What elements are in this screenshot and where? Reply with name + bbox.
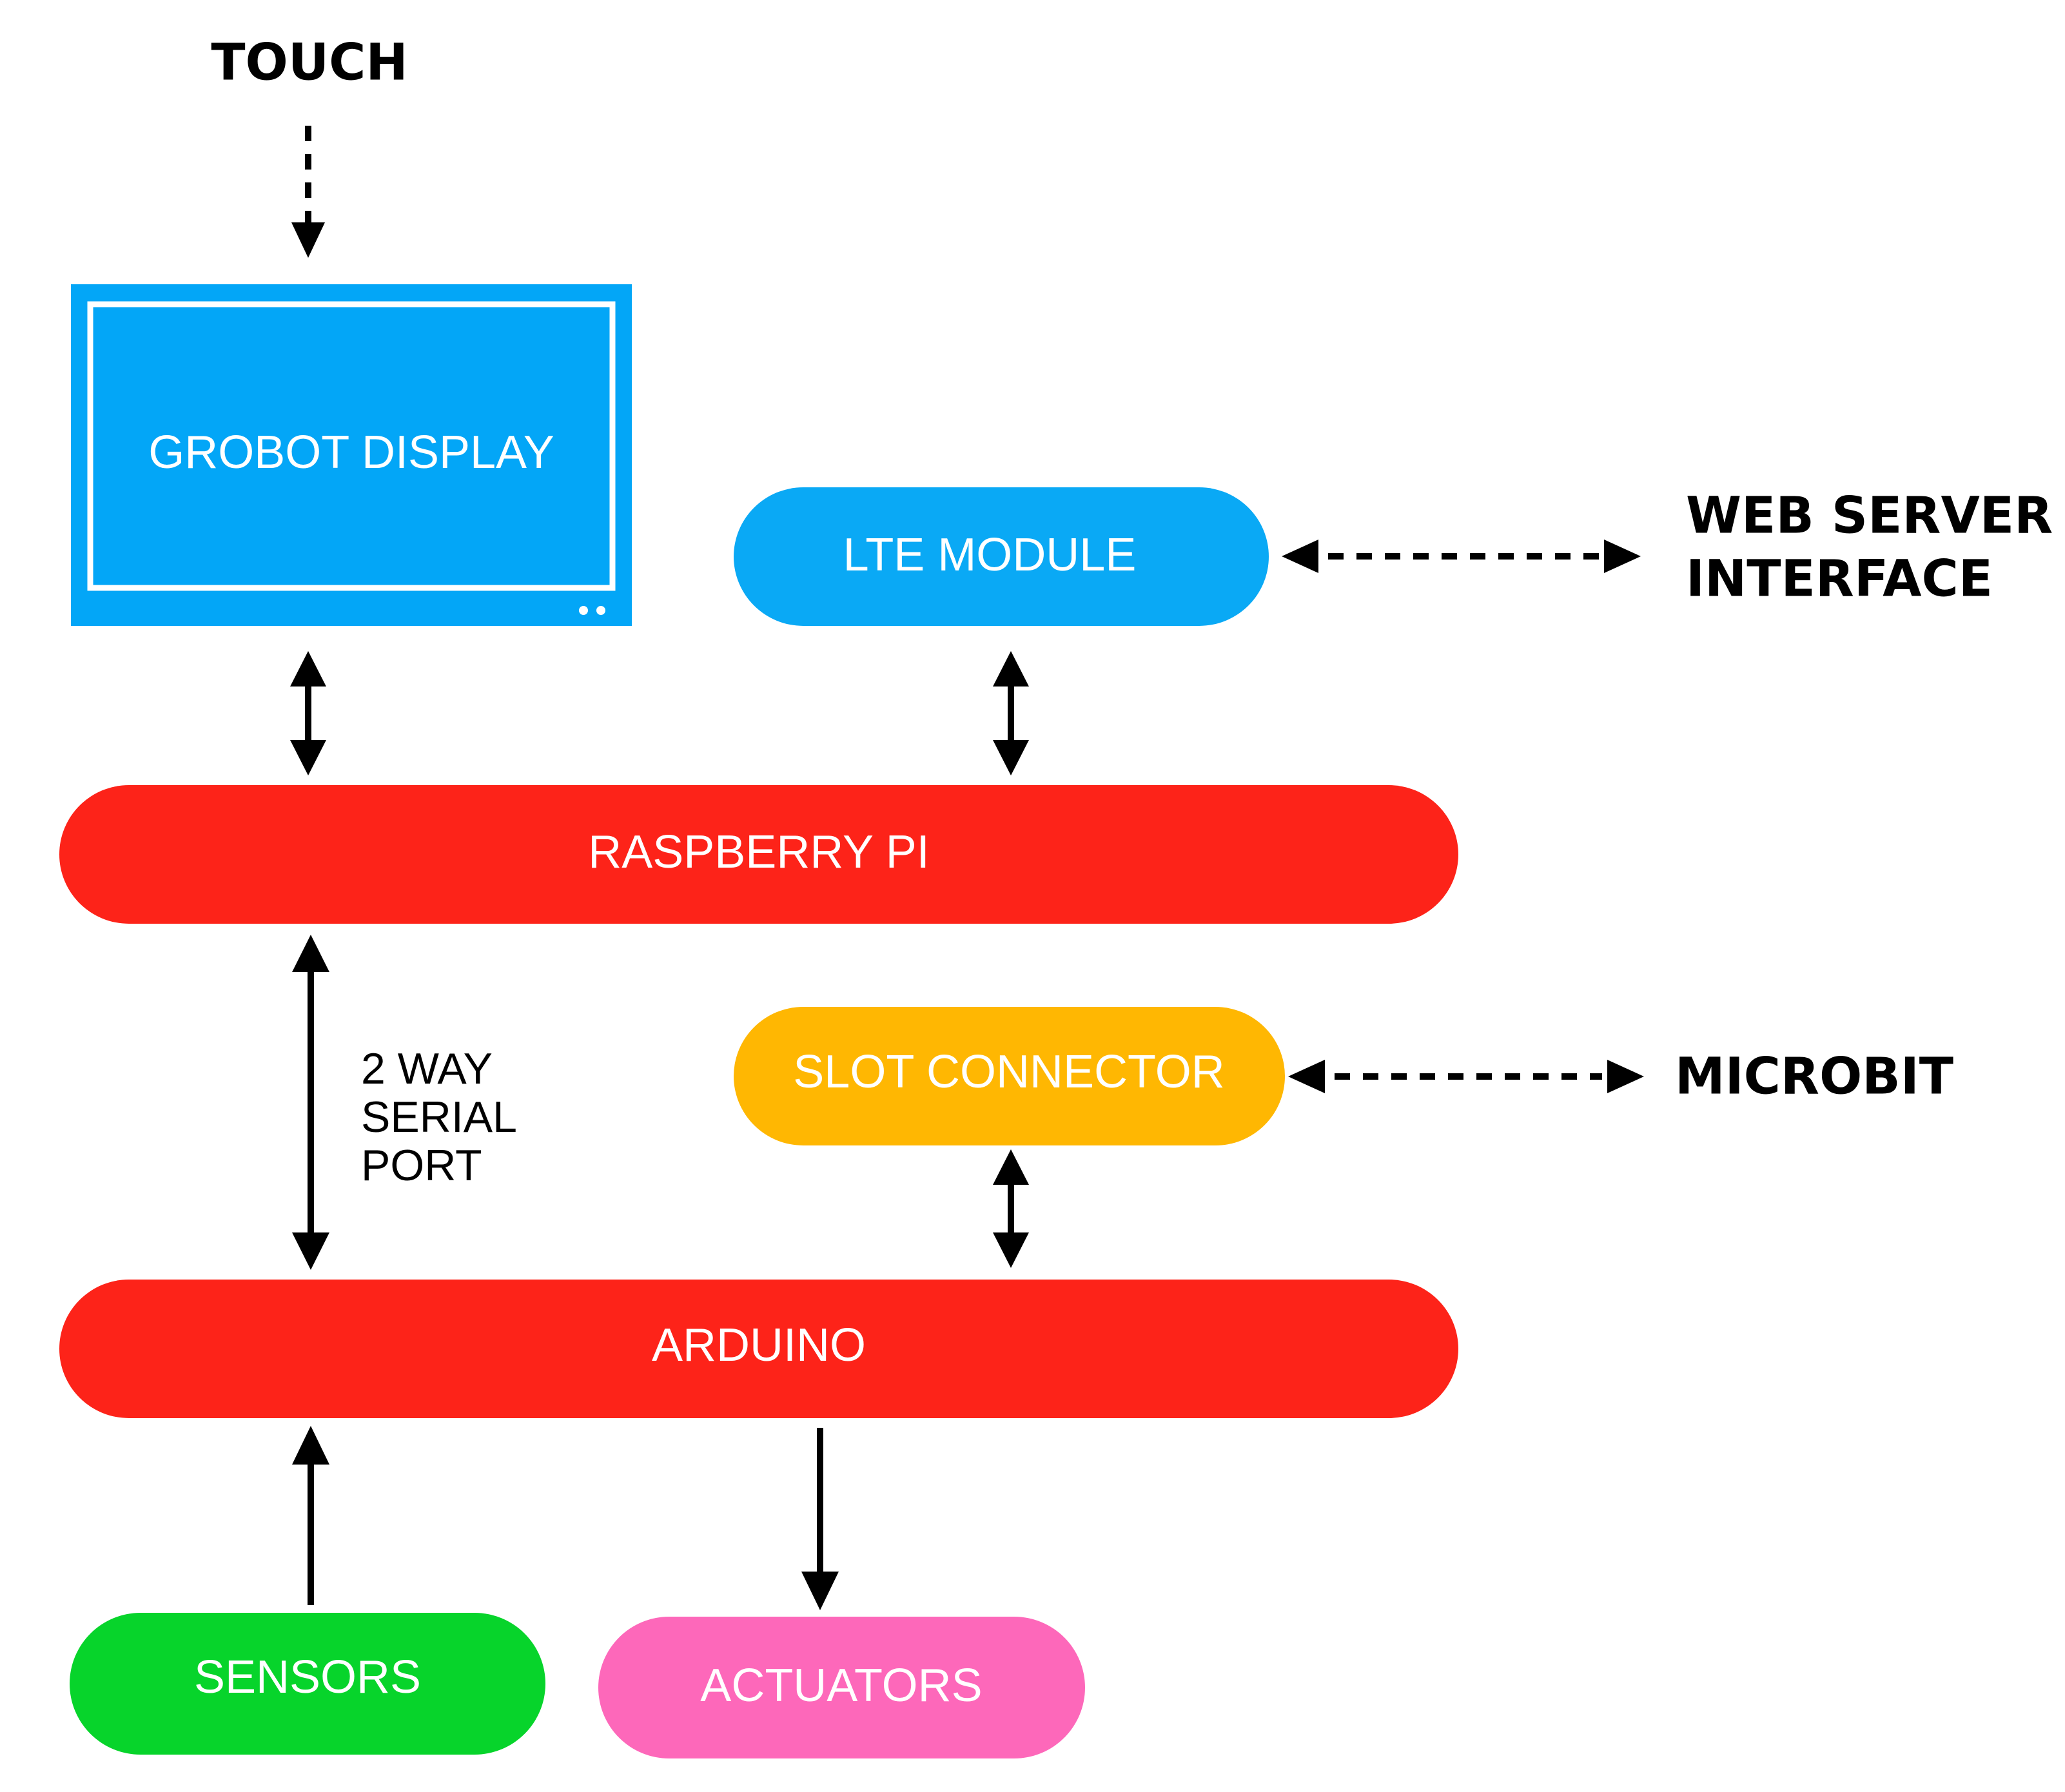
web-server-label-line2: INTERFACE [1686, 550, 1993, 608]
slot-connector-box: SLOT CONNECTOR [734, 1007, 1285, 1145]
lte-module-label: LTE MODULE [843, 529, 1137, 581]
display-indicator-dot [596, 606, 605, 615]
slot-microbit-arrow [1288, 1060, 1644, 1093]
display-frame [71, 284, 632, 626]
slot-connector-label: SLOT CONNECTOR [793, 1046, 1224, 1098]
serial-label-line2: SERIAL [361, 1093, 517, 1142]
grobot-display-label: GROBOT DISPLAY [148, 427, 554, 478]
lte-module-box: LTE MODULE [734, 487, 1269, 626]
slot-arduino-arrow [993, 1149, 1029, 1268]
actuators-box: ACTUATORS [598, 1617, 1085, 1758]
display-screen-border [87, 301, 616, 591]
grobot-display-box: GROBOT DISPLAY [71, 284, 632, 626]
serial-label-line1: 2 WAY [361, 1044, 493, 1093]
sensors-arduino-arrow [292, 1426, 329, 1605]
raspberry-pi-box: RASPBERRY PI [59, 785, 1458, 924]
serial-label-line3: PORT [361, 1141, 482, 1190]
arduino-actuators-arrow [801, 1428, 839, 1610]
arduino-box: ARDUINO [59, 1280, 1458, 1418]
arduino-label: ARDUINO [652, 1320, 866, 1371]
serial-port-arrow [292, 935, 329, 1270]
actuators-label: ACTUATORS [700, 1660, 982, 1711]
sensors-label: SENSORS [194, 1651, 421, 1703]
lte-pi-arrow [993, 651, 1029, 775]
display-pi-arrow [290, 651, 326, 775]
touch-label: TOUCH [211, 34, 407, 92]
display-indicator-dot [579, 606, 588, 615]
sensors-box: SENSORS [70, 1613, 545, 1755]
lte-web-server-arrow [1282, 540, 1641, 573]
raspberry-pi-label: RASPBERRY PI [588, 826, 930, 878]
touch-arrow [291, 126, 325, 258]
web-server-label-line1: WEB SERVER [1686, 487, 2053, 545]
microbit-label: MICROBIT [1675, 1047, 1953, 1105]
